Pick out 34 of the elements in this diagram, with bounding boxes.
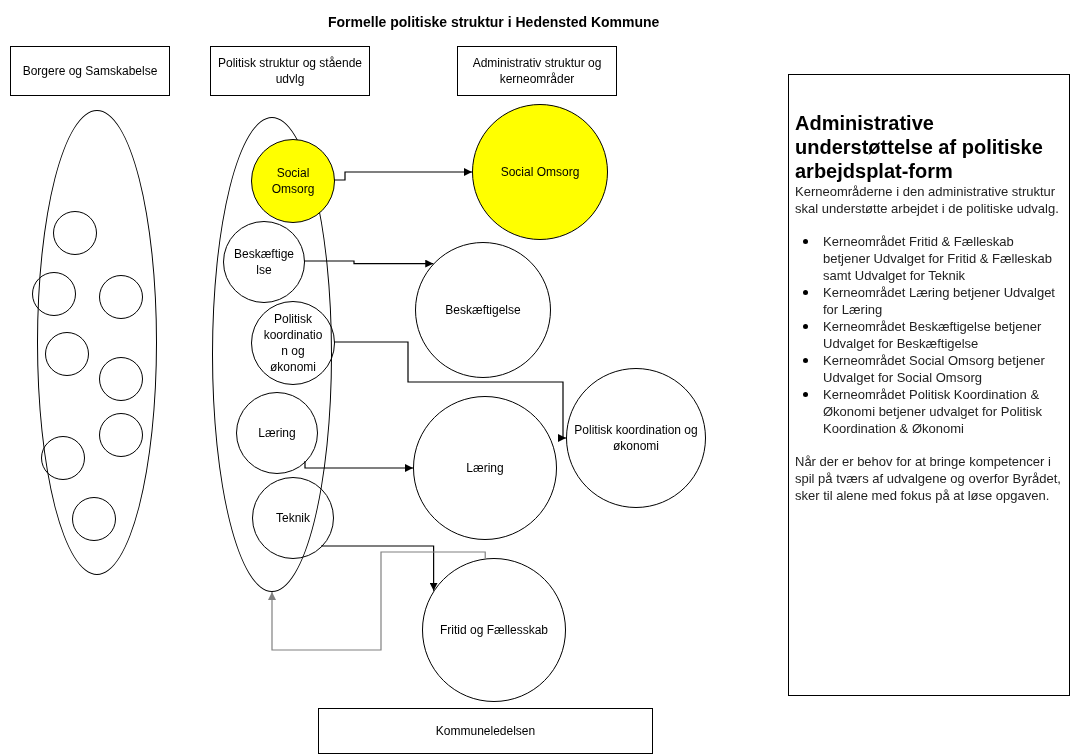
text-panel: [788, 74, 1070, 696]
label-box: [10, 46, 170, 96]
node-label: Social Omsorg: [500, 164, 580, 180]
bullet-item: Kerneområdet Beskæftigelse betjener Udvalget for Beskæftigelse: [823, 318, 1043, 352]
node-label: Teknik: [275, 510, 311, 526]
node-label: Politisk koordination og økonomi: [262, 311, 324, 375]
node-label: Social Omsorg: [270, 165, 316, 197]
connector-arrow: [303, 259, 434, 268]
node-label: Beskæftigelse: [233, 246, 295, 278]
label-box: [210, 46, 370, 96]
node-label: Borgere og Samskabelse: [22, 63, 158, 79]
node-label: Fritid og Fællesskab: [439, 622, 548, 638]
node-label: Politisk struktur og stående udvlg: [216, 55, 364, 87]
node-label: Kommuneledelsen: [435, 723, 536, 739]
node-label: Administrativ struktur og kerneområder: [471, 55, 603, 87]
connector-arrow: [333, 341, 567, 442]
node-label: Læring: [257, 425, 297, 441]
node-label: Beskæftigelse: [445, 302, 521, 318]
connector-arrow: [320, 545, 438, 592]
bullet-item: Kerneområdet Læring betjener Udvalget for Læring: [823, 284, 1056, 318]
label-box: [318, 708, 653, 754]
diagram-title: Formelle politiske struktur i Hedensted Kommune: [328, 13, 660, 32]
bullet-item: Kerneområdet Social Omsorg betjener Udvalget for Social Omsorg: [823, 352, 1046, 386]
bullet-item: Kerneområdet Fritid & Fælleskab betjener Udvalget for Fritid & Fælleskab samt Udvalget for Teknik: [823, 233, 1054, 284]
node-label: Politisk koordination og økonomi: [573, 422, 699, 454]
closing-paragraph: Når der er behov for at bringe kompetencer i spil på tværs af udvalgene og overfor Byrådet, sker til alene med fokus på at løse opgaven.: [795, 453, 1062, 504]
bullet-item: Kerneområdet Politisk Koordination & Økonomi betjener udvalget for Politisk Koordination & Økonomi: [823, 386, 1043, 437]
node-label: Læring: [466, 460, 504, 476]
panel-heading: Administrative understøttelse af politiske arbejdsplat-form: [795, 111, 1044, 183]
connector-arrow: [268, 551, 486, 651]
connector-arrow: [304, 460, 414, 472]
connector-arrow: [333, 168, 473, 181]
label-box: [457, 46, 617, 96]
intro-paragraph: Kerneområderne i den administrative struktur skal understøtte arbejdet i de politiske udvalg.: [795, 183, 1060, 217]
